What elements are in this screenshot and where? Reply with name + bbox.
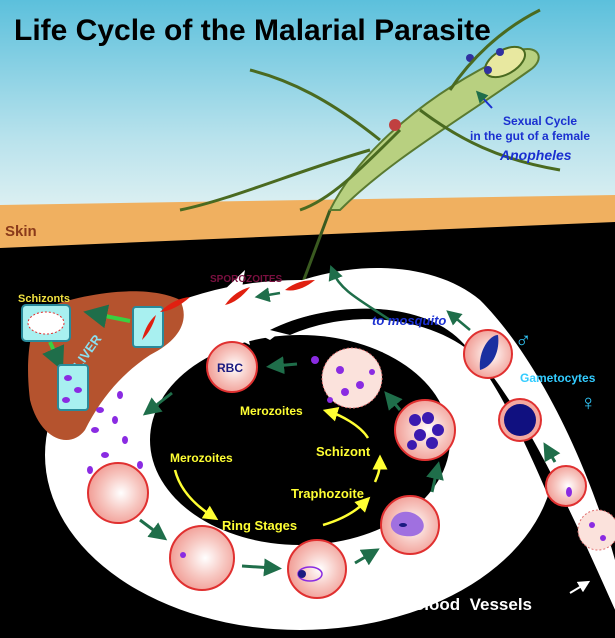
white-arrow — [569, 580, 591, 594]
merozoites-top-label: Merozoites — [240, 404, 303, 418]
female-symbol: ♀ — [580, 390, 597, 415]
sporozoite — [225, 287, 250, 305]
liver-merozoite-cell — [57, 364, 89, 411]
skin-label: Skin — [5, 223, 37, 240]
green-arrow — [42, 341, 65, 371]
merozoites-left-label: Merozoites — [170, 451, 233, 465]
green-arrow — [254, 287, 281, 303]
sporozoite — [142, 315, 156, 340]
mosquito-illustration — [179, 8, 561, 291]
green-arrow — [266, 356, 298, 375]
gametocytes-label: Gametocytes — [520, 371, 596, 385]
green-arrow — [354, 548, 380, 566]
schizont-label: Schizont — [316, 444, 371, 459]
diagram-title: Life Cycle of the Malarial Parasite — [14, 14, 491, 47]
schizonts-label: Schizonts — [18, 293, 70, 305]
schizont-cell — [394, 399, 456, 461]
vessel-upper-arc — [230, 267, 615, 610]
schizont-dots — [27, 311, 65, 335]
inner-cycle-arrows — [173, 406, 388, 527]
sporozoites-label: SPOROZOITES — [210, 274, 283, 285]
green-arrow — [446, 310, 471, 331]
sky — [0, 0, 615, 230]
rbc-cell — [206, 341, 258, 393]
young-gametocyte-cell — [545, 465, 587, 507]
green-arrow — [139, 518, 168, 541]
female-gametocyte-cell — [498, 398, 542, 442]
rbc-label: RBC — [217, 361, 243, 375]
sporozoite-big-arrow — [195, 270, 340, 345]
trophozoite-cell — [380, 495, 440, 555]
to-mosquito-label: to mosquito — [372, 313, 446, 328]
sporozoite — [285, 280, 315, 291]
black-separator — [270, 308, 615, 638]
ruptured-cell — [577, 509, 615, 551]
ruptured-schizont-cell — [311, 347, 383, 409]
released-merozoites — [62, 375, 143, 474]
green-arrow — [142, 391, 173, 416]
green-arrow — [83, 304, 131, 329]
skin-layer — [0, 195, 615, 250]
green-arrow — [241, 558, 282, 577]
pointer-arrow — [475, 90, 493, 109]
anopheles-label: Anopheles — [499, 147, 572, 163]
early-ring-cell — [169, 525, 235, 591]
ring-stage-cell — [287, 539, 347, 599]
white-arrow — [385, 584, 404, 599]
to-mosquito-arrow — [328, 265, 391, 322]
green-arrow — [384, 391, 403, 411]
sporozoite — [160, 297, 190, 312]
male-symbol: ♂ — [515, 327, 532, 352]
blood-vessels-label: Blood Vessels — [412, 595, 532, 614]
trophozoite-label: Traphozoite — [291, 486, 364, 501]
sexual-cycle-sublabel: in the gut of a female — [470, 129, 590, 143]
rbc-cell — [87, 462, 149, 524]
ring-stages-label: Ring Stages — [222, 518, 297, 533]
green-arrow — [543, 442, 561, 463]
green-arrow — [426, 461, 444, 493]
male-gametocyte-cell — [463, 329, 513, 379]
sexual-cycle-label: Sexual Cycle — [503, 114, 577, 128]
